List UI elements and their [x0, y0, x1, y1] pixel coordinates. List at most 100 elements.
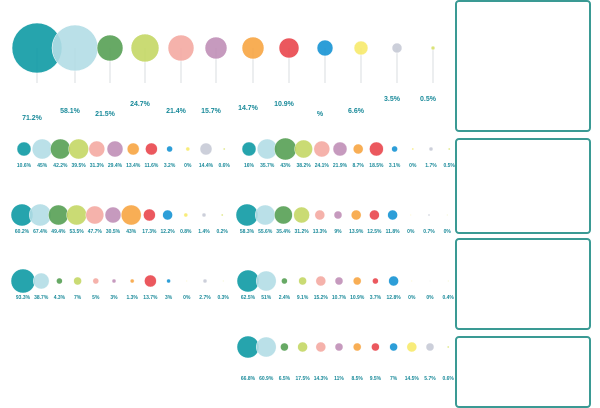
row2-bubble-11 [448, 147, 451, 151]
row7-bubble-11 [447, 345, 450, 349]
row5-bubble-0 [10, 268, 36, 294]
row7-value-label-5: 11% [334, 376, 344, 382]
row4-bubble-4 [314, 209, 325, 221]
top-bubble-11 [430, 45, 436, 51]
row1-bubble-9 [185, 146, 191, 152]
row4-value-label-7: 12.5% [367, 229, 382, 235]
row6-value-label-8: 12.8% [387, 295, 402, 301]
row5-bubble-8 [166, 278, 171, 284]
row1-bubble-5 [106, 140, 124, 158]
row6-value-label-7: 3.7% [370, 295, 382, 301]
row6-bubble-9 [411, 280, 413, 282]
row2-value-label-4: 24.1% [315, 163, 330, 169]
row7-value-label-9: 14.5% [405, 376, 420, 382]
row7-value-label-1: 60.9% [259, 376, 274, 382]
row5-value-label-8: 3% [165, 295, 173, 301]
row4-value-label-6: 13.9% [349, 229, 364, 235]
row3-bubble-8 [162, 209, 173, 221]
row2-bubble-3 [294, 139, 313, 159]
top-value-label-1: 58.1% [60, 108, 81, 115]
top-value-label-11: 0.5% [420, 96, 437, 103]
row2-value-label-7: 18.5% [369, 163, 384, 169]
row1-bubble-4 [88, 140, 106, 158]
row7-value-label-11: 0.6% [442, 376, 454, 382]
row3-bubble-1 [29, 203, 52, 227]
row6-value-label-1: 51% [261, 295, 272, 301]
row4-bubble-5 [333, 210, 343, 220]
row3-value-label-9: 0.8% [180, 229, 192, 235]
top-bubble-10 [391, 42, 403, 54]
side-panel-3[interactable] [455, 238, 591, 330]
row1-value-label-6: 13.4% [126, 163, 141, 169]
row5-bubble-6 [129, 278, 135, 284]
row2-bubble-7 [369, 141, 384, 157]
top-row: 71.2%58.1%21.5%24.7%21.4%15.7%14.7%10.9%… [11, 22, 437, 122]
row7-bubble-9 [406, 341, 417, 353]
row7-value-label-6: 8.5% [351, 376, 363, 382]
row2-value-label-3: 38.2% [297, 163, 312, 169]
row1-bubble-2 [50, 138, 71, 160]
top-bubble-5 [204, 36, 228, 60]
top-bubble-6 [241, 36, 265, 60]
row2-bubble-2 [274, 137, 297, 161]
row1-value-label-4: 31.3% [90, 163, 105, 169]
top-value-label-0: 71.2% [22, 115, 43, 122]
row5-bubble-10 [202, 278, 208, 284]
row6-value-label-2: 2.4% [279, 295, 291, 301]
row1-bubble-6 [126, 142, 140, 156]
row1-value-label-9: 0% [184, 163, 192, 169]
row3-value-label-5: 30.5% [106, 229, 121, 235]
row3-bubble-5 [104, 206, 122, 224]
row1-value-label-11: 0.6% [218, 163, 230, 169]
row3-bubble-7 [143, 208, 156, 222]
row6-value-label-10: 0% [426, 295, 434, 301]
row6-bubble-5 [334, 276, 344, 286]
side-panel-1[interactable] [455, 0, 591, 132]
row4-value-label-0: 58.3% [240, 229, 255, 235]
row7-value-label-2: 6.5% [279, 376, 291, 382]
row4-bubble-7 [369, 209, 380, 221]
row6-bubble-8 [388, 275, 399, 287]
row4-value-label-5: 9% [334, 229, 342, 235]
row5-bubble-4 [92, 277, 100, 285]
side-panel-2[interactable] [455, 138, 591, 234]
bubble-row-7: 66.8%60.9%6.5%17.5%14.3%11%8.5%9.5%7%14.… [236, 335, 454, 382]
row2-value-label-11: 0.5% [443, 163, 455, 169]
side-panel-4[interactable] [455, 336, 591, 408]
row1-bubble-10 [199, 142, 213, 156]
row1-value-label-0: 10.6% [17, 163, 32, 169]
row3-bubble-11 [220, 213, 224, 217]
row3-value-label-0: 60.2% [15, 229, 30, 235]
row4-value-label-3: 31.2% [295, 229, 310, 235]
row1-value-label-7: 11.6% [144, 163, 158, 169]
row5-value-label-7: 13.7% [143, 295, 158, 301]
row3-bubble-10 [201, 212, 207, 218]
row1-value-label-10: 14.4% [199, 163, 214, 169]
row5-value-label-10: 2.7% [199, 295, 211, 301]
row5-value-label-4: 5% [92, 295, 100, 301]
top-bubble-1 [51, 24, 99, 72]
top-value-label-2: 21.5% [95, 111, 116, 118]
row4-bubble-8 [387, 209, 398, 221]
top-value-label-10: 3.5% [384, 96, 401, 103]
row7-value-label-4: 14.3% [314, 376, 329, 382]
row6-bubble-1 [256, 270, 277, 292]
row7-bubble-2 [280, 342, 289, 352]
top-value-label-8: % [317, 111, 324, 118]
top-value-label-3: 24.7% [130, 101, 151, 108]
row2-bubble-6 [353, 143, 364, 155]
row1-value-label-5: 29.4% [108, 163, 123, 169]
row6-value-label-6: 10.9% [350, 295, 365, 301]
row4-bubble-6 [351, 209, 362, 221]
row3-value-label-8: 12.2% [161, 229, 176, 235]
top-value-label-7: 10.9% [274, 101, 295, 108]
row3-value-label-7: 17.3% [142, 229, 157, 235]
row7-bubble-6 [353, 342, 362, 352]
row3-bubble-3 [66, 204, 87, 226]
row7-value-label-3: 17.5% [296, 376, 311, 382]
row4-bubble-10 [427, 213, 431, 217]
row1-bubble-0 [16, 141, 32, 157]
row6-bubble-4 [315, 275, 326, 287]
row7-bubble-8 [389, 342, 398, 352]
row2-value-label-6: 8.7% [352, 163, 364, 169]
